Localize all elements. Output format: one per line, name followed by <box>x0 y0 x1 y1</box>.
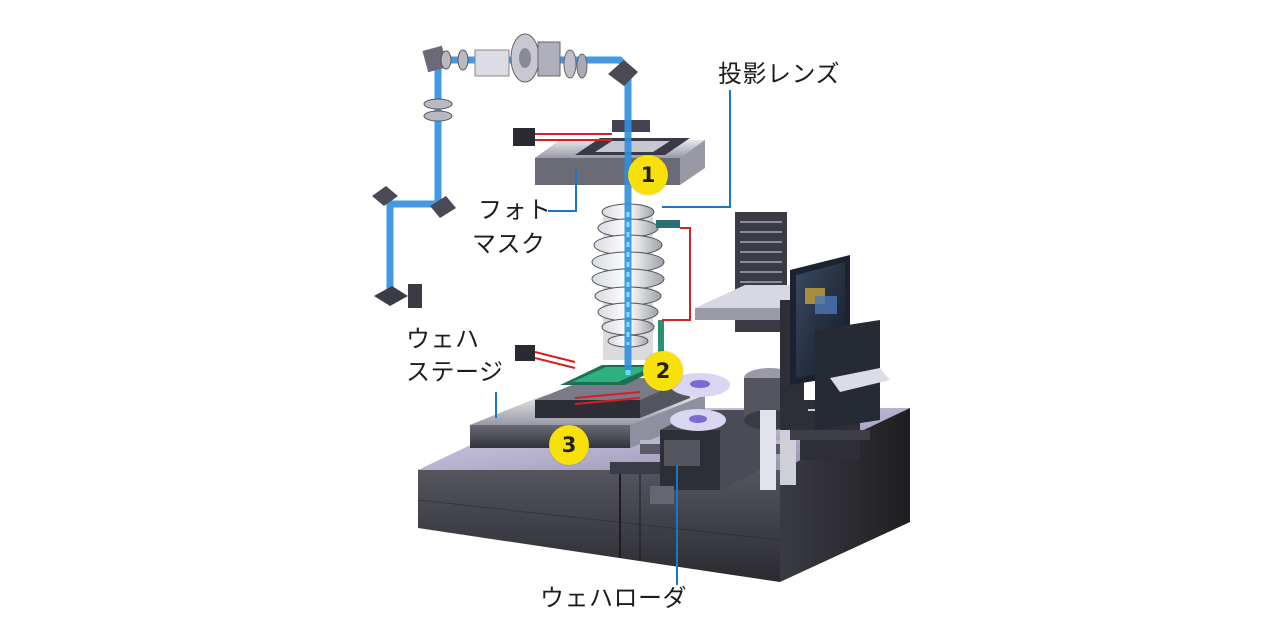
marker-2: 2 <box>643 351 683 391</box>
leader-projection-lens <box>662 90 731 208</box>
projection-lens <box>591 203 680 360</box>
wafer-stage <box>470 365 780 474</box>
leader-photomask <box>548 170 577 212</box>
leader-lines <box>495 90 731 585</box>
operator-console <box>695 212 890 430</box>
light-source-optics <box>372 33 638 308</box>
marker-1: 1 <box>628 155 668 195</box>
label-wafer-loader: ウェハローダ <box>540 584 687 612</box>
laser-interferometers <box>513 128 691 405</box>
label-photomask-line2: マスク <box>472 230 546 258</box>
label-photomask-line1: フォト <box>478 196 552 224</box>
label-wafer-stage-line1: ウェハ <box>406 325 480 353</box>
label-projection-lens: 投影レンズ <box>718 60 841 88</box>
marker-3: 3 <box>549 425 589 465</box>
photomask-stage <box>535 120 705 185</box>
label-wafer-stage-line2: ステージ <box>406 358 504 386</box>
